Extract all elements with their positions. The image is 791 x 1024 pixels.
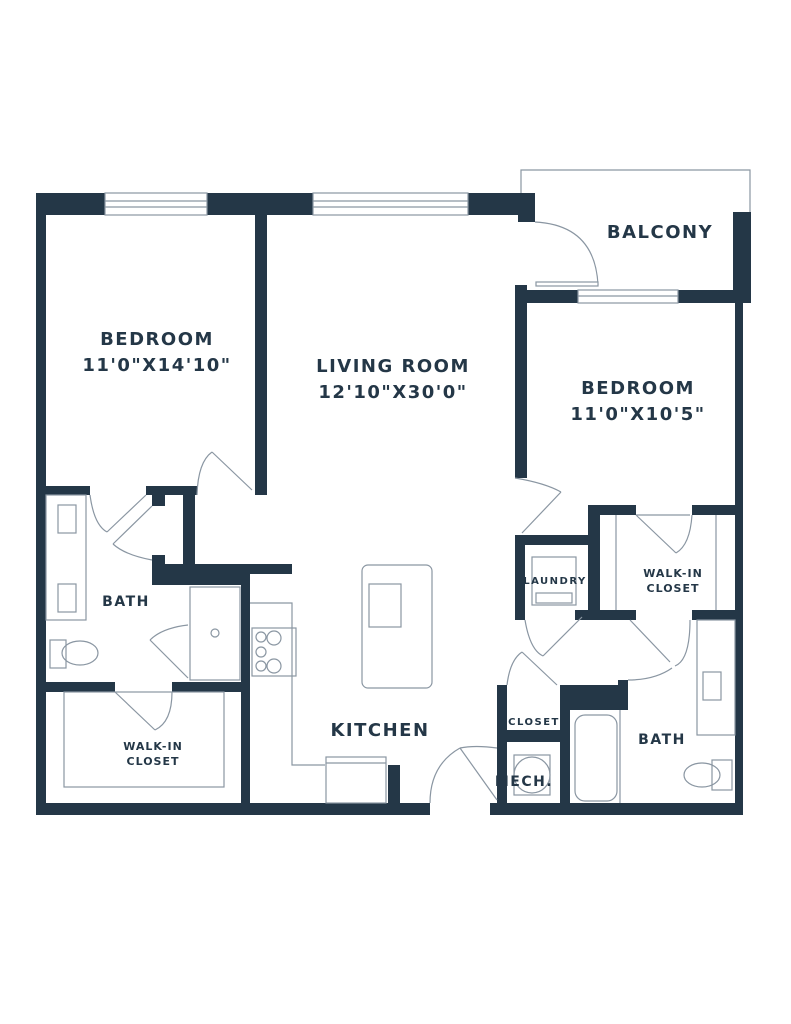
toilet-icon (683, 762, 721, 788)
windows (104, 192, 679, 304)
laundry-name: LAUNDRY (523, 576, 587, 587)
doors (89, 221, 693, 804)
bedroom1-dims: 11'0"X14'10" (82, 355, 231, 376)
mech-name: MECH. (495, 774, 553, 790)
kitchen-island (361, 564, 433, 689)
toilet-icon (61, 640, 99, 666)
bathtub-icon (574, 714, 618, 802)
washer-dryer (531, 556, 577, 606)
fixtures (45, 494, 736, 804)
sink-icon (57, 583, 77, 613)
sink-icon (368, 583, 402, 628)
walls (36, 193, 751, 815)
sink-icon (702, 671, 722, 701)
living-room-dims: 12'10"X30'0" (318, 382, 467, 403)
dishwasher (325, 756, 387, 804)
walkin2-line1: WALK-IN (643, 567, 703, 580)
bedroom2-dims: 11'0"X10'5" (570, 404, 705, 425)
bath1-vanity (45, 494, 87, 621)
room-labels: BEDROOM 11'0"X14'10" LIVING ROOM 12'10"X… (82, 222, 713, 790)
walkin2-line2: CLOSET (647, 582, 700, 595)
kitchen-name: KITCHEN (330, 720, 429, 741)
balcony-name: BALCONY (607, 222, 713, 243)
closet-shelf (63, 691, 225, 788)
shower-icon (189, 586, 241, 681)
bedroom2-name: BEDROOM (581, 378, 695, 399)
walkin1-line2: CLOSET (127, 755, 180, 768)
closet-name: CLOSET (508, 717, 560, 728)
bath2-name: BATH (638, 732, 686, 748)
living-room-name: LIVING ROOM (316, 356, 470, 377)
bath2-vanity (696, 619, 736, 736)
stove-icon (251, 627, 297, 677)
bedroom1-name: BEDROOM (100, 329, 214, 350)
sink-icon (57, 504, 77, 534)
bath1-name: BATH (102, 594, 150, 610)
balcony-railing (520, 169, 751, 212)
walkin1-line1: WALK-IN (123, 740, 183, 753)
